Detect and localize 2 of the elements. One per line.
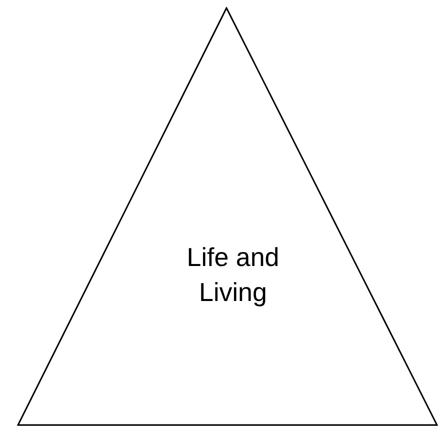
triangle-shape: [17, 7, 438, 426]
node-label: Life and Living: [186, 241, 280, 309]
